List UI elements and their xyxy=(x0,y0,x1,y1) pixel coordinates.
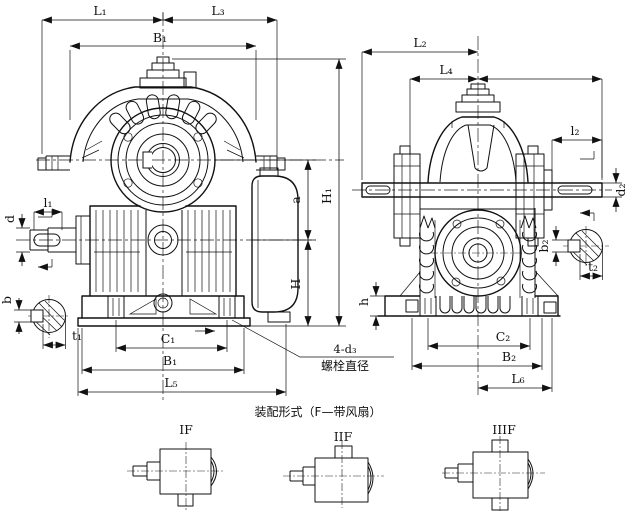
front-parting-flange xyxy=(37,155,286,171)
dim-b2: b₂ xyxy=(536,239,551,252)
leader-bolt-note: 螺栓直径 xyxy=(321,358,369,373)
side-centerlines xyxy=(352,36,612,396)
dim-C1: C₁ xyxy=(161,331,176,346)
dim-L6: L₆ xyxy=(511,371,524,386)
side-dome-housing xyxy=(427,116,529,183)
front-dimensions: L₁ L₃ B₁ a H H₁ l₁ d b t₁ xyxy=(0,3,346,396)
side-view: L₂ L₄ l₂ d₂ b₂ t₂ h C₂ B₂ xyxy=(352,35,628,396)
side-base xyxy=(377,271,561,317)
assembly-title: 装配形式（F—带风扇） xyxy=(255,404,382,419)
variant-IIF-label: IIF xyxy=(334,429,353,444)
leader-bolt-count: 4-d₃ xyxy=(333,342,357,356)
side-bearing-housings xyxy=(393,145,553,247)
front-finned-body xyxy=(75,205,237,297)
dim-C2: C₂ xyxy=(496,329,511,344)
dim-L5: L₅ xyxy=(164,375,177,390)
front-base xyxy=(77,293,251,327)
front-side-cover xyxy=(251,167,299,323)
dim-L4: L₄ xyxy=(439,62,452,77)
variant-IIIF-label: IIIF xyxy=(492,422,516,437)
variant-IF-label: IF xyxy=(179,422,193,437)
dim-H: H xyxy=(288,278,303,289)
assembly-variant-IF: IF xyxy=(127,422,224,510)
dim-B1-bottom: B₁ xyxy=(163,353,177,368)
assembly-variant-IIF: IIF xyxy=(283,429,384,508)
side-dimensions: L₂ L₄ l₂ d₂ b₂ t₂ h C₂ B₂ xyxy=(356,35,628,392)
side-finned-body xyxy=(419,208,537,298)
dim-L1: L₁ xyxy=(93,3,106,18)
dim-t2: t₂ xyxy=(588,259,598,274)
dim-L3: L₃ xyxy=(211,3,224,18)
front-input-shaft-stub xyxy=(29,227,76,253)
dim-d: d xyxy=(2,215,17,223)
dim-l2: l₂ xyxy=(570,123,579,138)
dim-b: b xyxy=(0,296,14,304)
front-view: L₁ L₃ B₁ a H H₁ l₁ d b t₁ xyxy=(0,3,394,400)
dim-l1: l₁ xyxy=(43,195,52,210)
assembly-variants: 装配形式（F—带风扇） IF IIF IIIF xyxy=(127,404,545,511)
dim-d2: d₂ xyxy=(613,183,628,196)
dim-H1: H₁ xyxy=(319,188,334,204)
dim-L2: L₂ xyxy=(413,35,426,50)
section-mark xyxy=(38,209,53,267)
front-output-bore-circles xyxy=(110,107,216,213)
section-mark xyxy=(580,151,595,221)
side-worm-shaft xyxy=(361,182,603,198)
dim-a: a xyxy=(288,196,303,204)
front-breather-cap xyxy=(139,56,197,89)
dim-B2: B₂ xyxy=(502,349,516,364)
dim-t1: t₁ xyxy=(72,328,82,343)
bolt-leader: 4-d₃ 螺栓直径 xyxy=(195,319,394,373)
front-dome-housing xyxy=(69,86,257,163)
side-key-section-detail xyxy=(563,151,609,268)
assembly-variant-IIIF: IIIF xyxy=(442,422,545,511)
dim-B1-top: B₁ xyxy=(153,30,167,45)
side-breather-cap xyxy=(455,83,501,113)
dim-h: h xyxy=(356,298,371,306)
